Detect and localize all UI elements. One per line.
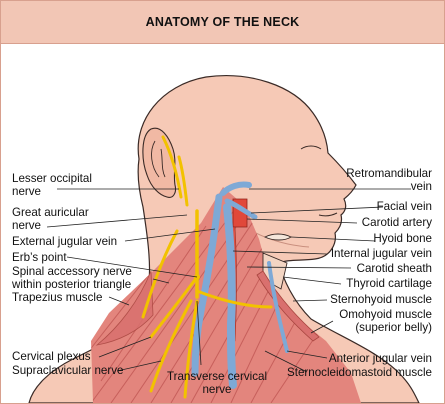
- great-auricular-nerve: [177, 155, 189, 207]
- label-hyoid-bone: Hyoid bone: [373, 232, 432, 245]
- anterior-jugular-vein: [267, 261, 289, 353]
- label-sternocleidomastoid-muscle: Sternocleidomastoid muscle: [287, 366, 432, 379]
- transverse-cervical-nerve: [195, 289, 273, 309]
- label-thyroid-cartilage: Thyroid cartilage: [346, 277, 432, 290]
- mouth-line: [318, 212, 338, 217]
- eye-line: [300, 145, 322, 150]
- label-sternohyoid-muscle: Sternohyoid muscle: [330, 293, 432, 306]
- label-retromandibular-vein: Retromandibular vein: [346, 167, 432, 193]
- label-spinal-accessory-nerve: Spinal accessory nerve within posterior …: [12, 265, 132, 291]
- figure-title: ANATOMY OF THE NECK: [145, 15, 300, 29]
- internal-jugular-vein: [223, 203, 237, 389]
- supraclavicular-nerve: [149, 299, 193, 393]
- trapezius-muscle: [95, 270, 154, 346]
- spinal-accessory-nerve: [141, 229, 179, 319]
- label-erbs-point: Erb’s point: [12, 251, 67, 264]
- label-internal-jugular-vein: Internal jugular vein: [330, 247, 432, 260]
- supraclavicular-nerve-branch: [183, 299, 199, 399]
- nerve-group: [141, 135, 273, 399]
- label-lesser-occipital-nerve: Lesser occipital nerve: [12, 172, 92, 198]
- left-leader-lines: [46, 188, 216, 372]
- label-facial-vein: Facial vein: [376, 200, 432, 213]
- ear-inner-fold: [151, 140, 166, 178]
- external-jugular-vein: [191, 193, 223, 377]
- label-great-auricular-nerve: Great auricular nerve: [12, 206, 89, 232]
- label-carotid-sheath: Carotid sheath: [356, 262, 432, 275]
- label-cervical-plexus: Cervical plexus: [12, 350, 91, 363]
- label-omohyoid-muscle: Omohyoid muscle (superior belly): [339, 308, 432, 334]
- retromandibular-vein: [220, 181, 252, 196]
- right-leader-lines: [232, 188, 411, 373]
- label-transverse-cervical-nerve: Transverse cervical nerve: [166, 370, 268, 396]
- label-supraclavicular-nerve: Supraclavicular nerve: [12, 364, 124, 377]
- lesser-occipital-nerve: [161, 135, 183, 199]
- label-carotid-artery: Carotid artery: [361, 216, 432, 229]
- header-bar: ANATOMY OF THE NECK: [1, 1, 444, 44]
- vein-group: [191, 181, 289, 389]
- label-anterior-jugular-vein: Anterior jugular vein: [328, 352, 432, 365]
- cervical-plexus: [149, 275, 199, 339]
- label-trapezius-muscle: Trapezius muscle: [12, 291, 103, 304]
- facial-vein: [224, 198, 258, 220]
- label-external-jugular-vein: External jugular vein: [12, 235, 118, 248]
